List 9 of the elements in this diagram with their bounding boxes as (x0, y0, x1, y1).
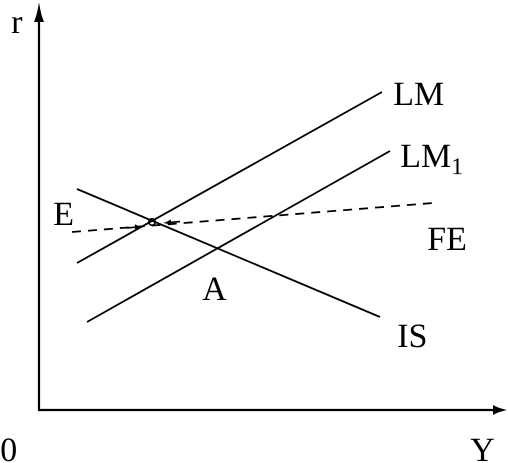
curve-label: IS (398, 324, 426, 348)
axis-label: Y (470, 438, 494, 461)
axis-label: r (12, 16, 22, 33)
curve-label: FE (428, 228, 466, 250)
curve-label: LM$_{1}$ (401, 144, 462, 174)
curve-label: LM (394, 82, 444, 105)
point-label: E (54, 202, 72, 225)
point-label: A (202, 278, 227, 300)
origin-label: 0 (2, 438, 16, 462)
